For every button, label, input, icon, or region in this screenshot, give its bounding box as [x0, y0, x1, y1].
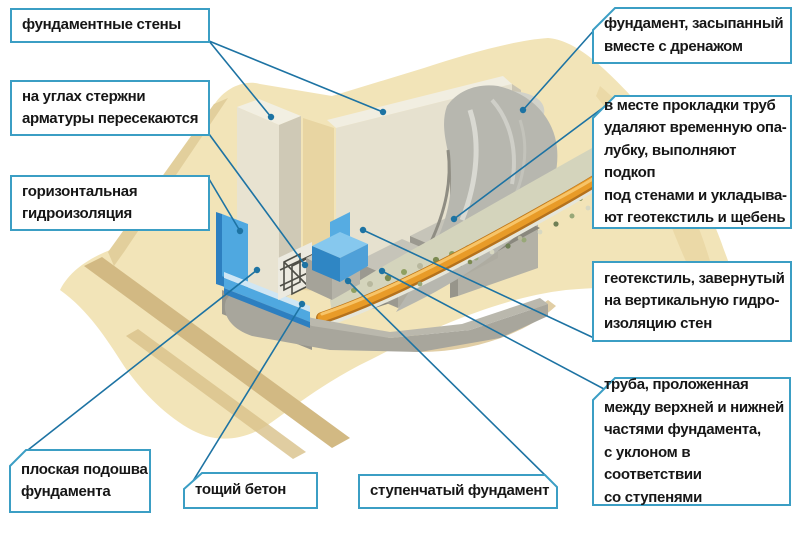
lean-concrete-base: [222, 290, 548, 352]
label-box-stepped-foundation: [358, 474, 558, 509]
label-box-horizontal-waterproofing: [10, 175, 210, 231]
label-box-pipe-laying-note: [592, 95, 792, 229]
label-flat-sole: плоская подошва фундамента: [21, 460, 148, 501]
waterproofing-corner: [312, 212, 368, 282]
terrace-steps: [84, 257, 350, 459]
label-box-backfilled-drainage: [592, 7, 792, 64]
leader-lines: [18, 18, 605, 482]
label-box-lean-concrete: [183, 472, 318, 509]
label-box-pipe-slope: [592, 377, 791, 506]
label-foundation-walls: фундаментные стены: [22, 16, 181, 34]
leader-dots: [236, 106, 527, 308]
label-backfilled-drainage: фундамент, засыпанный вместе с дренажом: [604, 15, 784, 55]
label-pipe-slope: труба, проложенная между верхней и нижне…: [604, 376, 784, 506]
label-box-foundation-walls: [10, 8, 210, 43]
label-pipe-laying-note: в месте прокладки труб удаляют временную…: [604, 96, 787, 227]
label-box-flat-sole: [9, 449, 151, 513]
label-geotextile-wrapped: геотекстиль, завернутый на вертикальную …: [604, 269, 785, 332]
label-horizontal-waterproofing: горизонтальная гидроизоляция: [22, 182, 138, 223]
label-stepped-foundation: ступенчатый фундамент: [370, 482, 550, 500]
label-box-rebar-corners: [10, 80, 210, 136]
label-rebar-corners: на углах стержни арматуры пересекаются: [22, 87, 199, 128]
label-box-geotextile-wrapped: [592, 261, 792, 342]
label-lean-concrete: тощий бетон: [195, 481, 287, 499]
